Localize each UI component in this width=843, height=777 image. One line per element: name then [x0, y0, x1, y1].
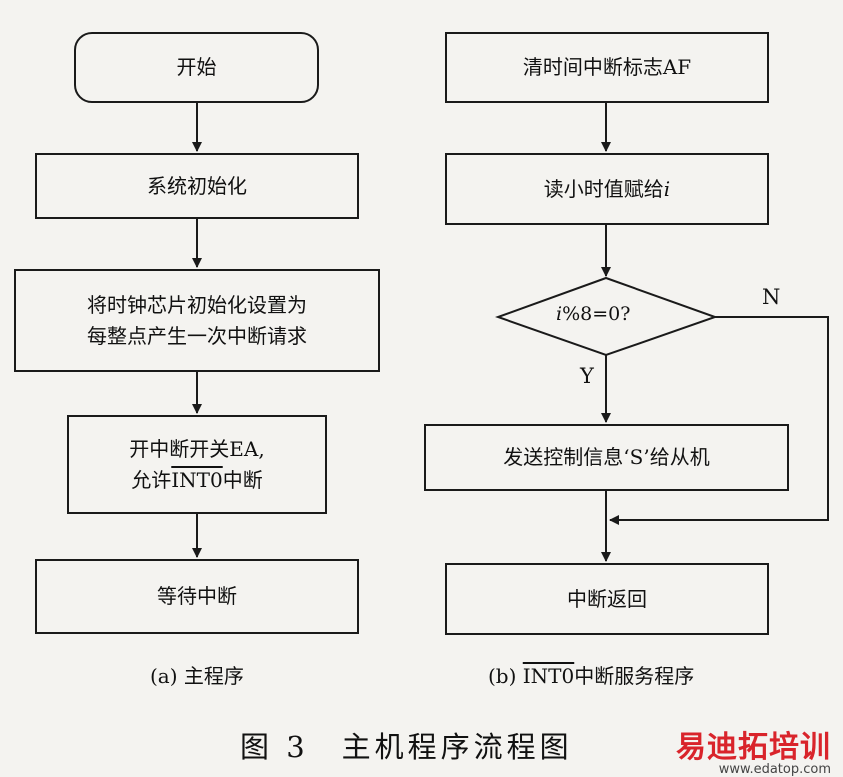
enable-ea-line: 开中断开关EA,	[129, 436, 265, 461]
watermark-url: www.edatop.com	[718, 762, 831, 777]
caption-isr-int0: INT0	[522, 664, 575, 688]
clock-init-line1: 将时钟芯片初始化设置为	[87, 292, 307, 317]
clear-flag-label: 清时间中断标志AF	[522, 55, 692, 79]
clear-flag-box: 清时间中断标志AF	[445, 32, 769, 103]
decision-var: i	[556, 303, 563, 325]
no-branch-label: N	[762, 285, 781, 309]
clock-init-box: 将时钟芯片初始化设置为 每整点产生一次中断请求	[14, 269, 380, 372]
read-hour-label: 读小时值赋给	[543, 176, 664, 201]
caption-isr-pre: (b)	[488, 664, 523, 688]
interrupt-return-label: 中断返回	[567, 586, 647, 611]
yes-branch-label: Y	[580, 364, 594, 388]
wait-interrupt-box: 等待中断	[35, 559, 359, 634]
interrupt-return-box: 中断返回	[445, 563, 769, 635]
send-control-label: 发送控制信息‘S’给从机	[503, 445, 710, 469]
allow-int0-pre: 允许	[131, 467, 172, 492]
decision-label: i%8=0?	[556, 303, 630, 325]
allow-int0-post: 中断	[222, 467, 263, 492]
watermark-logo: 易迪拓培训 www.edatop.com	[676, 722, 831, 777]
wait-interrupt-label: 等待中断	[157, 584, 237, 608]
decision-text: %8=0?	[562, 303, 631, 325]
caption-isr-post: 中断服务程序	[574, 664, 695, 688]
clock-init-line2: 每整点产生一次中断请求	[87, 323, 307, 348]
start-label: 开始	[176, 55, 217, 79]
read-hour-line: 读小时值赋给i	[544, 174, 670, 205]
allow-int0-line: 允许INT0中断	[131, 465, 262, 496]
start-terminal: 开始	[74, 32, 319, 103]
enable-interrupt-box: 开中断开关EA, 允许INT0中断	[67, 415, 327, 514]
figure-caption: 图 3 主机程序流程图	[240, 730, 573, 764]
arrow-no-branch	[609, 316, 829, 525]
watermark-title: 易迪拓培训	[676, 730, 831, 765]
int0-overline-label: INT0	[171, 467, 223, 492]
send-control-box: 发送控制信息‘S’给从机	[424, 424, 789, 491]
read-hour-var: i	[663, 176, 671, 201]
caption-isr: (b) INT0中断服务程序	[488, 660, 694, 689]
caption-main-program: (a) 主程序	[150, 664, 244, 688]
system-init-label: 系统初始化	[147, 173, 247, 198]
read-hour-box: 读小时值赋给i	[445, 153, 769, 225]
system-init-box: 系统初始化	[35, 153, 359, 219]
